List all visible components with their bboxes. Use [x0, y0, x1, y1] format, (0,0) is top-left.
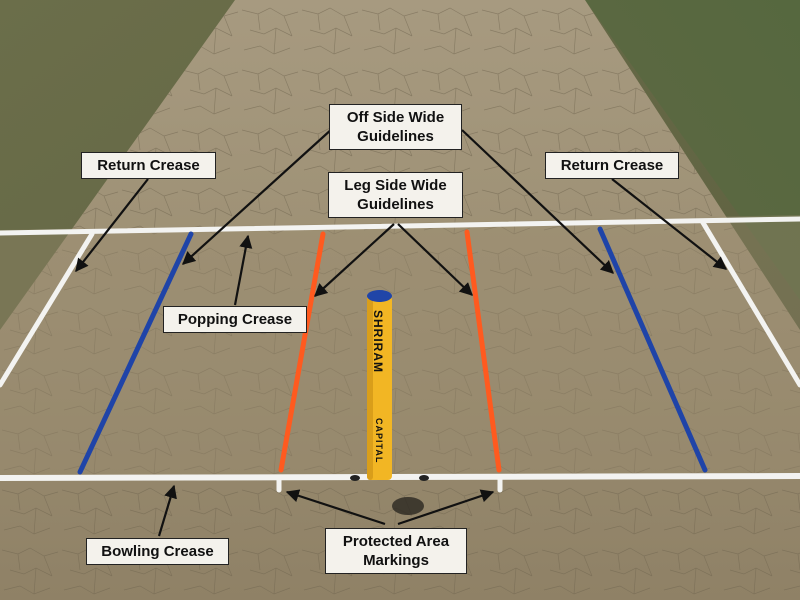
stump: SHRIRAM CAPITAL	[367, 290, 392, 480]
label-return-crease-right: Return Crease	[545, 152, 679, 179]
label-leg-side-wide-line2: Guidelines	[357, 196, 434, 213]
arrow-off-side-right	[461, 129, 614, 274]
label-leg-side-wide-guidelines: Leg Side Wide Guidelines	[328, 172, 463, 218]
label-return-crease-left: Return Crease	[81, 152, 216, 179]
stump-brand-top: SHRIRAM	[371, 310, 385, 373]
label-bowling-crease: Bowling Crease	[86, 538, 229, 565]
arrow-return-left	[75, 178, 149, 273]
arrow-popping	[233, 234, 253, 306]
leg-side-wide-guideline-right	[464, 229, 502, 473]
arrow-protected-right	[397, 489, 495, 526]
leg-side-wide-guideline-left	[278, 231, 326, 473]
label-off-side-wide-line1: Off Side Wide	[346, 109, 445, 126]
arrow-return-right	[611, 178, 728, 270]
arrow-bowling	[157, 484, 177, 537]
arrow-leg-side-left	[314, 223, 395, 297]
arrow-leg-side-right	[397, 223, 473, 296]
grass-right	[585, 0, 800, 300]
stump-hole-left	[350, 475, 360, 481]
label-protected-area-line1: Protected Area	[342, 533, 450, 550]
label-protected-area-line2: Markings	[363, 552, 429, 569]
worn-area	[0, 215, 800, 480]
return-crease-right-line	[699, 218, 800, 388]
stump-brand-bottom: CAPITAL	[374, 418, 384, 463]
arrow-off-side-left	[182, 127, 334, 265]
stump-body	[367, 296, 392, 480]
label-popping-crease: Popping Crease	[163, 306, 307, 333]
off-side-wide-guideline-left	[77, 231, 194, 475]
label-leg-side-wide-line1: Leg Side Wide	[344, 177, 447, 194]
label-off-side-wide-guidelines: Off Side Wide Guidelines	[329, 104, 462, 150]
label-off-side-wide-line2: Guidelines	[357, 128, 434, 145]
stump-cap	[367, 290, 392, 302]
stump-hole-right	[419, 475, 429, 481]
annotation-arrows	[75, 127, 728, 537]
label-protected-area-markings: Protected Area Markings	[325, 528, 467, 574]
off-side-wide-guideline-right	[597, 226, 708, 473]
arrow-protected-left	[285, 489, 386, 526]
bowling-crease-line	[0, 473, 800, 481]
foot-mark	[392, 497, 424, 515]
